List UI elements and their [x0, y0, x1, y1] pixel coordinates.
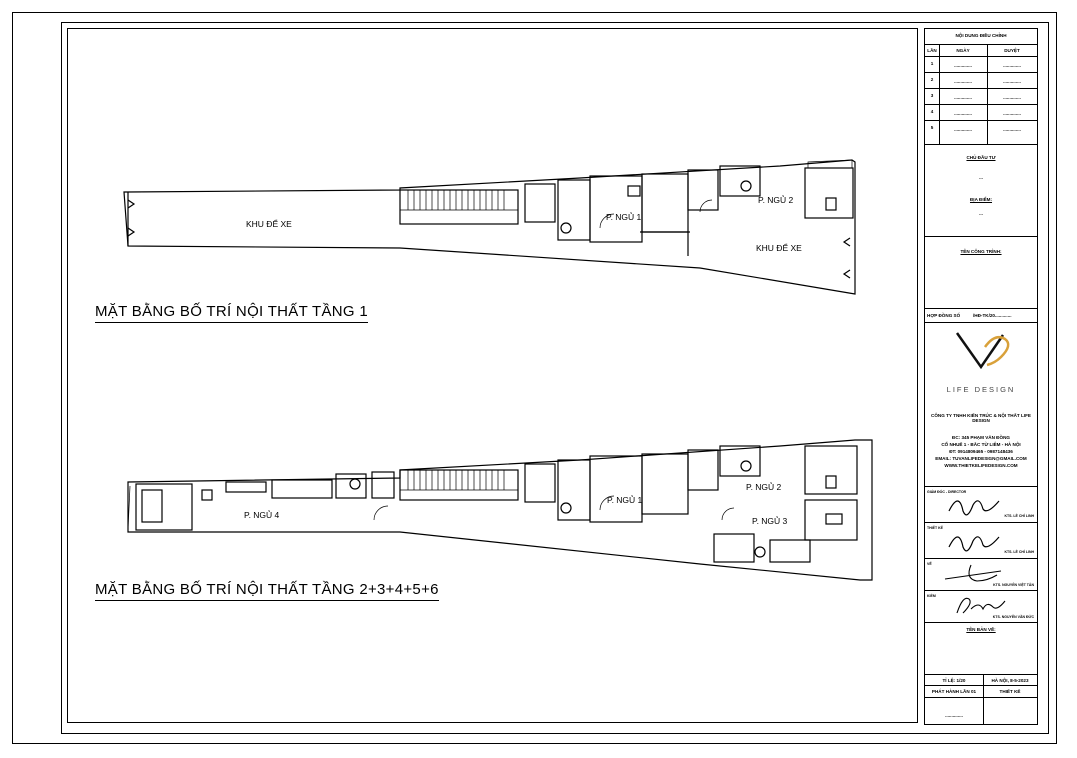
signature-row: GIÁM ĐỐC - DIRECTOR KTS. LÊ CHÍ LINH — [925, 487, 1037, 523]
revision-divider — [939, 45, 940, 145]
room-label: P. NGỦ 1 — [606, 212, 642, 222]
signature-name: KTS. LÊ CHÍ LINH — [1004, 550, 1034, 554]
revision-date: .............. — [954, 111, 972, 116]
revision-no: 3 — [930, 93, 934, 98]
revision-row: 3 .............. .............. — [925, 89, 1037, 105]
signature-role: VẼ — [927, 562, 932, 566]
project-section: TÊN CÔNG TRÌNH: — [925, 237, 1037, 309]
revision-approved: .............. — [1003, 111, 1021, 116]
contract-label: HỢP ĐỒNG SỐ — [927, 313, 961, 318]
room-label: KHU ĐỂ XE — [756, 243, 802, 253]
drawing-area — [67, 28, 918, 723]
bottom-divider — [983, 675, 984, 724]
company-section: LIFE DESIGN CÔNG TY TNHH KIẾN TRÚC & NỘI… — [925, 323, 1037, 487]
scale-value: TỈ LỆ: 1/20 — [942, 678, 966, 683]
revision-date: .............. — [954, 127, 972, 132]
floor-2-title: MẶT BẰNG BỐ TRÍ NỘI THẤT TẦNG 2+3+4+5+6 — [95, 581, 439, 601]
signature-name: KTS. NGUYỄN VIỆT TÂN — [993, 583, 1034, 587]
life-design-logo-icon — [955, 332, 1010, 370]
sheet-border — [61, 22, 1049, 734]
signature-role: KIỂM — [927, 594, 936, 598]
location-value: ... — [979, 211, 983, 216]
revision-approved: .............. — [1003, 79, 1021, 84]
col-lan: LẦN — [927, 48, 937, 53]
owner-section: CHỦ ĐẦU TƯ ... ĐỊA ĐIỂM: ... — [925, 145, 1037, 237]
frame-bottom — [12, 743, 1057, 744]
design-label: THIẾT KẾ — [999, 689, 1021, 694]
revision-approved: .............. — [1003, 127, 1021, 132]
logo-text: LIFE DESIGN — [946, 385, 1016, 394]
sheet-number: .............. — [945, 713, 963, 718]
room-label: P. NGỦ 2 — [746, 482, 782, 492]
revision-header-row: NỘI DUNG ĐIỀU CHỈNH — [925, 29, 1037, 45]
signature-row: KIỂM KTS. NGUYỄN VĂN ĐỨC — [925, 591, 1037, 623]
signature-role: THIẾT KẾ — [927, 526, 943, 530]
frame-left — [12, 12, 13, 744]
frame-top — [12, 12, 1057, 13]
revision-row: 5 .............. .............. — [925, 121, 1037, 145]
signature-icon — [956, 597, 1006, 614]
project-label: TÊN CÔNG TRÌNH: — [960, 249, 1002, 254]
signature-icon — [948, 500, 1000, 516]
company-name: CÔNG TY TNHH KIẾN TRÚC & NỘI THẤT LIFE D… — [931, 413, 1031, 423]
signature-icon — [948, 536, 1000, 552]
issue-value: PHÁT HÀNH LẦN 01 — [931, 689, 977, 694]
signature-name: KTS. NGUYỄN VĂN ĐỨC — [992, 615, 1034, 619]
company-tel: ĐT: 0914809465 - 0987148436 — [949, 449, 1013, 454]
title-block: NỘI DUNG ĐIỀU CHỈNH LẦN NGÀY DUYỆT 1 ...… — [924, 28, 1038, 725]
room-label: P. NGỦ 4 — [244, 510, 280, 520]
revision-columns: LẦN NGÀY DUYỆT — [925, 45, 1037, 57]
col-duyet: DUYỆT — [1004, 48, 1020, 53]
revision-date: .............. — [954, 79, 972, 84]
place-date: HÀ NỘI, 8-5-2023 — [991, 678, 1029, 683]
revision-no: 1 — [930, 61, 934, 66]
contract-section: HỢP ĐỒNG SỐ /HĐ-TK/20............. — [925, 309, 1037, 323]
room-label: KHU ĐỂ XE — [246, 219, 292, 229]
owner-label: CHỦ ĐẦU TƯ — [966, 155, 996, 160]
room-label: P. NGỦ 2 — [758, 195, 794, 205]
signature-row: VẼ KTS. NGUYỄN VIỆT TÂN — [925, 559, 1037, 591]
drawing-name-label: TÊN BẢN VẼ: — [966, 627, 996, 632]
revision-row: 1 .............. .............. — [925, 57, 1037, 73]
revision-date: .............. — [954, 63, 972, 68]
revision-no: 4 — [930, 109, 934, 114]
floor-1-title: MẶT BẰNG BỐ TRÍ NỘI THẤT TẦNG 1 — [95, 303, 368, 323]
signature-name: KTS. LÊ CHÍ LINH — [1004, 514, 1034, 518]
company-email: EMAIL: TUVANLIFEDESIGN@GMAIL.COM — [935, 456, 1027, 461]
owner-value: ... — [979, 175, 983, 180]
room-label: P. NGỦ 1 — [607, 495, 643, 505]
issue-row: PHÁT HÀNH LẦN 01 THIẾT KẾ — [925, 686, 1037, 698]
revision-row: 2 .............. .............. — [925, 73, 1037, 89]
frame-right — [1056, 12, 1057, 744]
revision-approved: .............. — [1003, 63, 1021, 68]
company-address: ĐC: 345 PHẠM VĂN ĐỒNG — [952, 435, 1010, 440]
room-label: P. NGỦ 3 — [752, 516, 788, 526]
company-address: CỔ NHUẾ 1 - BẮC TỪ LIÊM - HÀ NỘI — [941, 442, 1021, 447]
contract-value: /HĐ-TK/20............. — [973, 313, 1012, 318]
revision-divider — [987, 45, 988, 145]
signature-icon — [944, 564, 1002, 582]
signature-row: THIẾT KẾ KTS. LÊ CHÍ LINH — [925, 523, 1037, 559]
signature-role: GIÁM ĐỐC - DIRECTOR — [927, 490, 967, 494]
revision-date: .............. — [954, 95, 972, 100]
drawing-name-section: TÊN BẢN VẼ: — [925, 623, 1037, 675]
revision-no: 2 — [930, 77, 934, 82]
revision-row: 4 .............. .............. — [925, 105, 1037, 121]
scale-row: TỈ LỆ: 1/20 HÀ NỘI, 8-5-2023 — [925, 675, 1037, 686]
location-label: ĐỊA ĐIỂM: — [969, 197, 993, 202]
company-web: WWW.THIETKELIFEDESIGN.COM — [944, 463, 1018, 468]
revision-header: NỘI DUNG ĐIỀU CHỈNH — [955, 33, 1007, 38]
col-ngay: NGÀY — [956, 48, 970, 53]
revision-approved: .............. — [1003, 95, 1021, 100]
revision-no: 5 — [930, 125, 934, 130]
